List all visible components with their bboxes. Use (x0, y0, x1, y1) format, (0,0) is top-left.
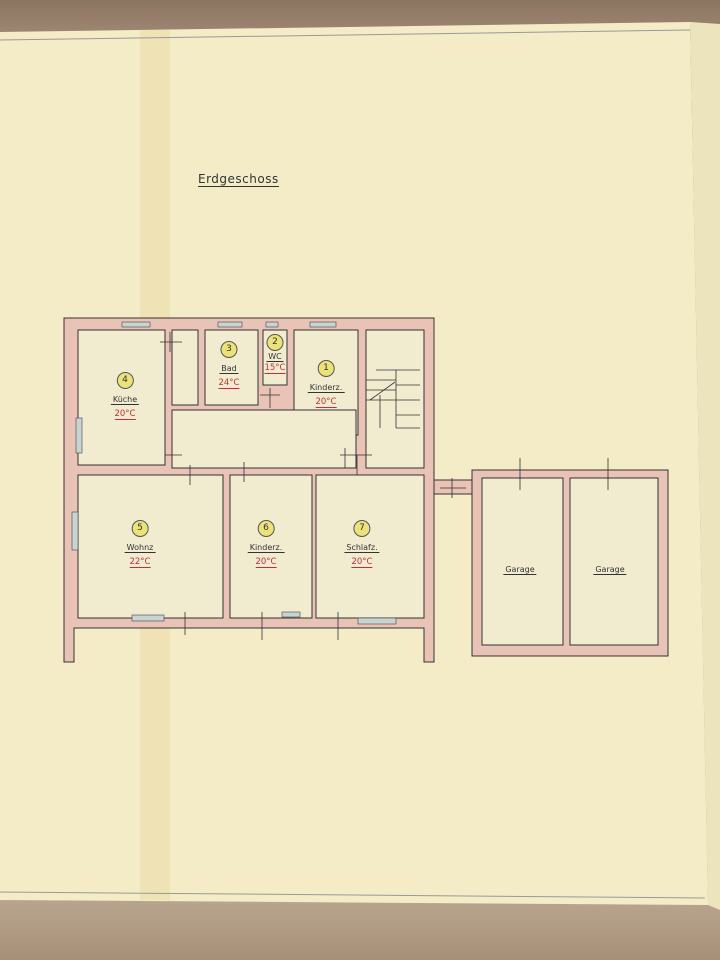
paper-sheet-right (690, 22, 720, 910)
windows (71, 321, 397, 625)
garage-1: Garage (503, 565, 537, 575)
garage-2: Garage (593, 565, 627, 575)
building-walls (63, 317, 669, 663)
stairs (366, 369, 420, 429)
door-marks (160, 332, 609, 640)
plan-title: Erdgeschoss (198, 172, 279, 187)
